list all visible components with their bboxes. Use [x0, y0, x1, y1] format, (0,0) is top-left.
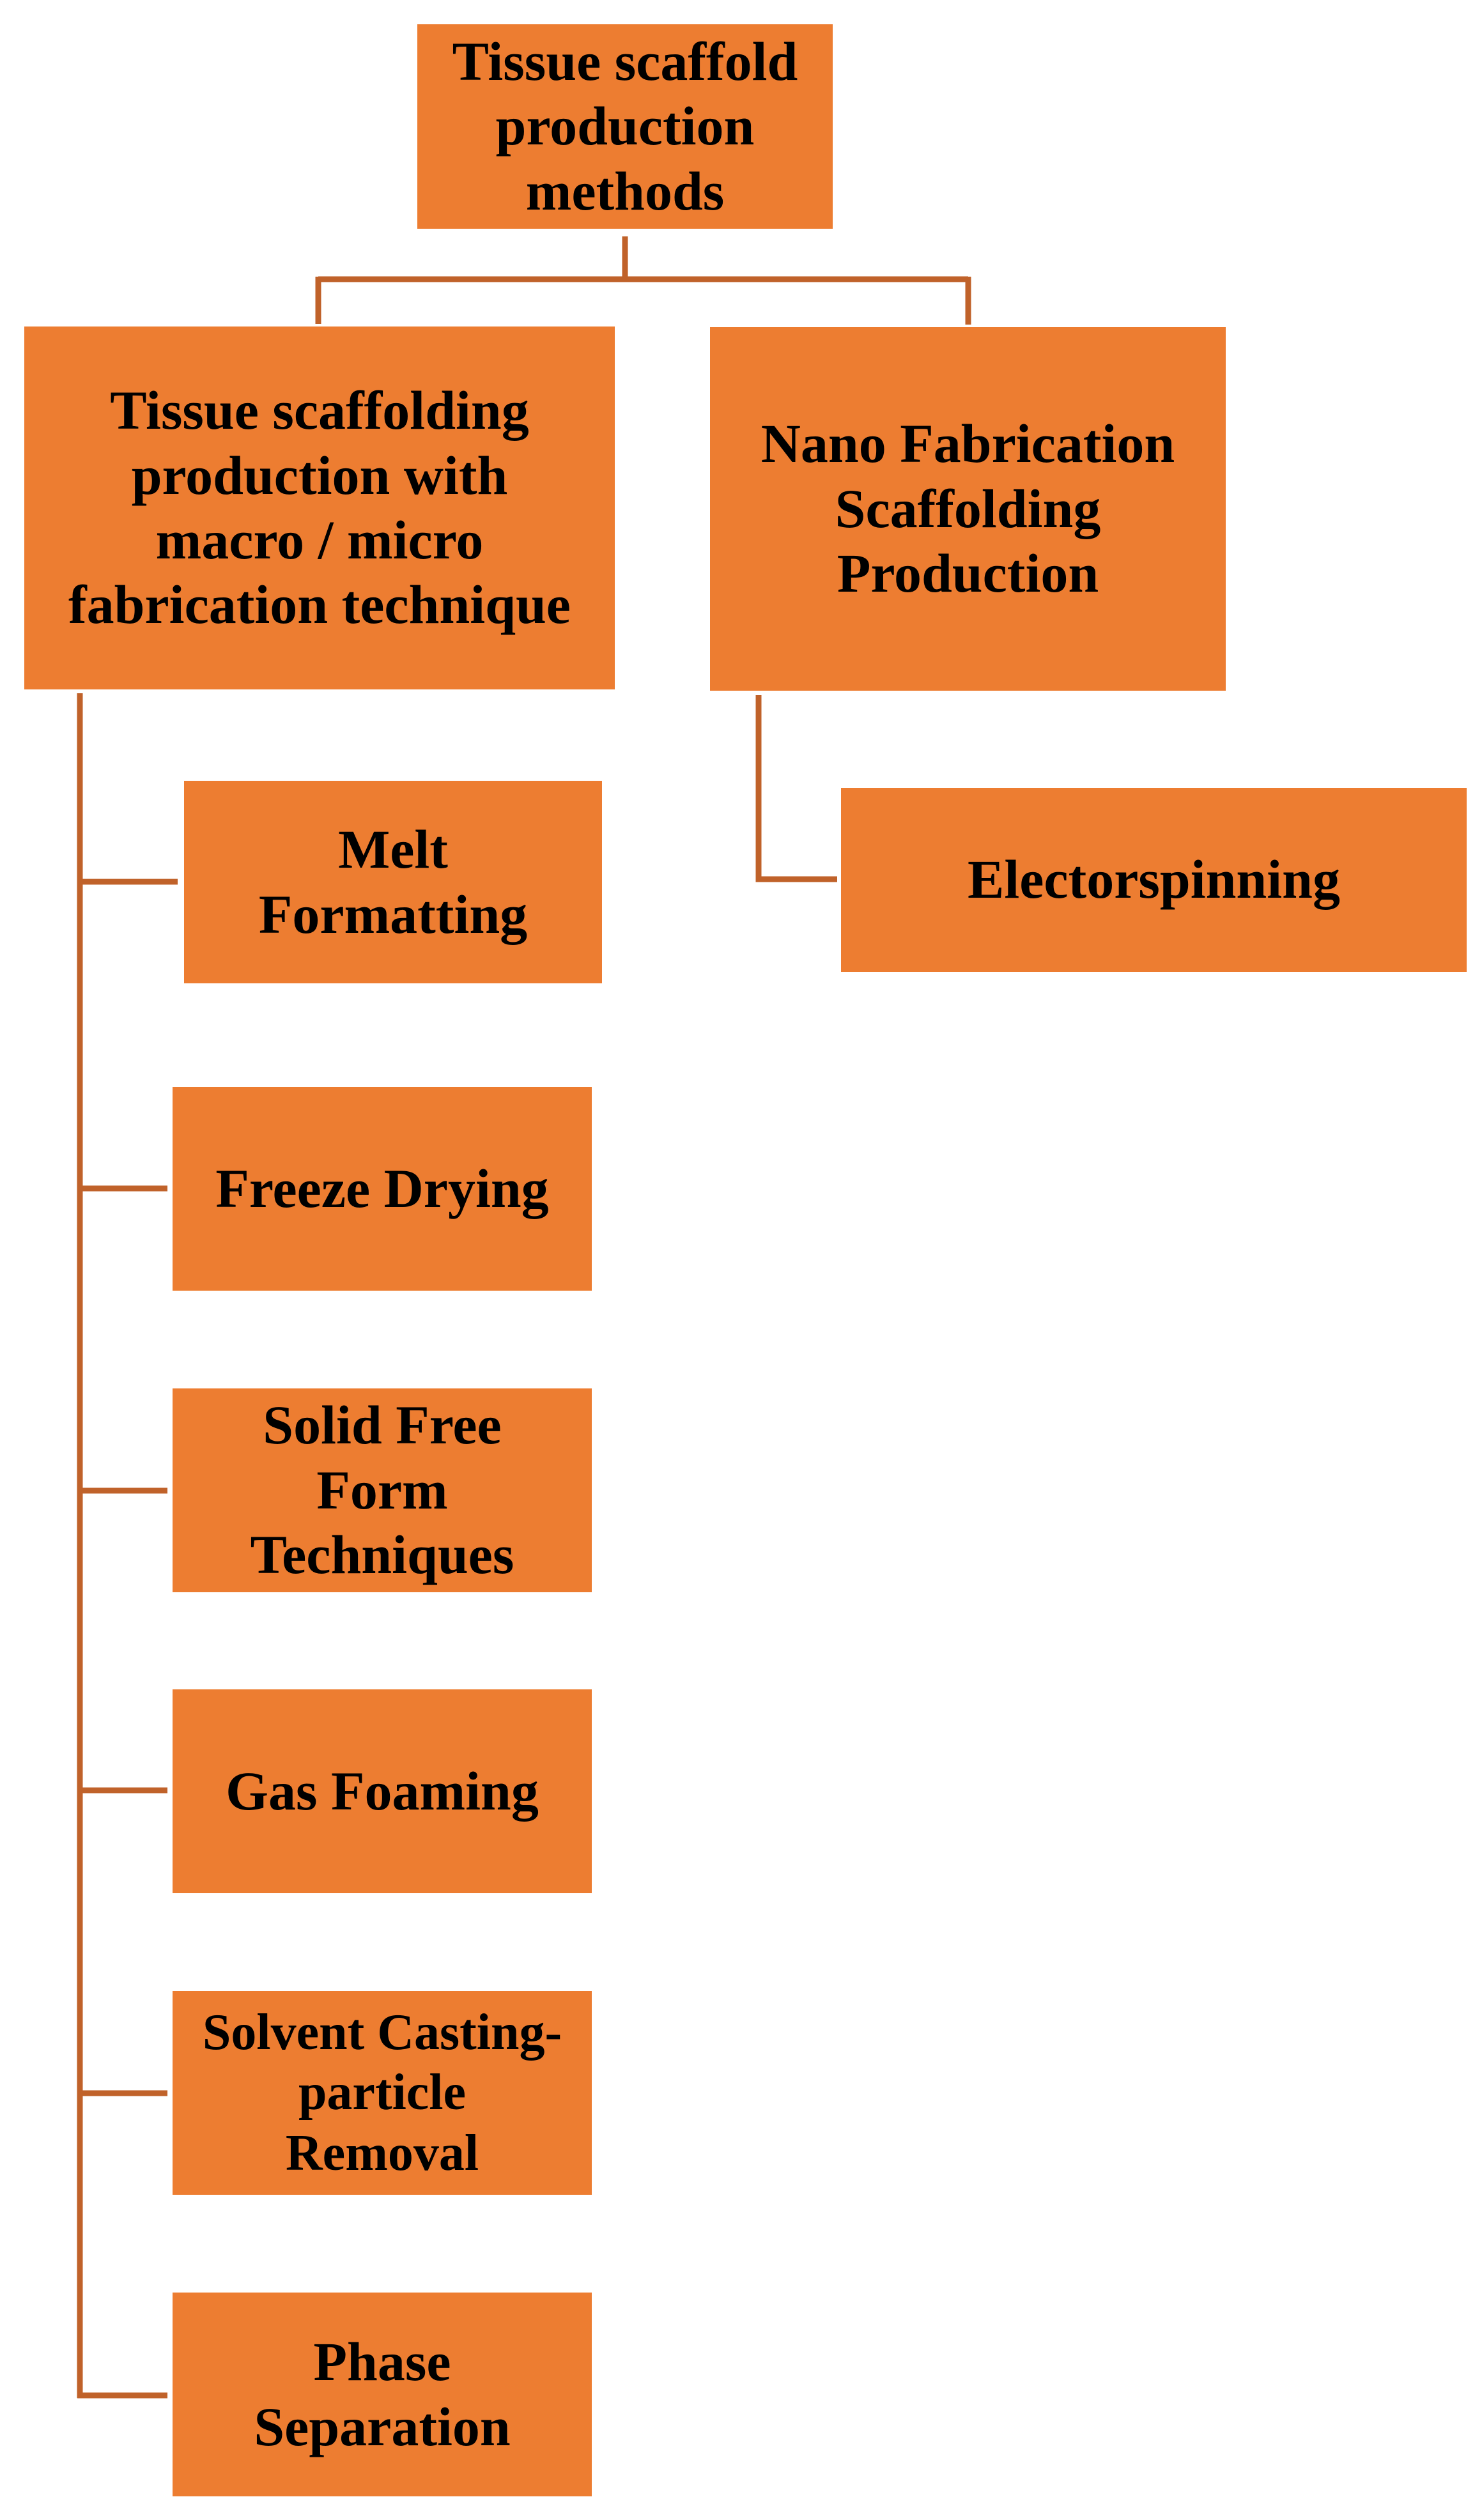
- macro-micro-node: Tissue scaffolding production with macro…: [22, 324, 617, 692]
- melt-formatting-node: Melt Formatting: [181, 778, 605, 986]
- solid-free-form-label: Solid Free Form Techniques: [250, 1394, 514, 1586]
- melt-formatting-label: Melt Formatting: [258, 818, 528, 945]
- solvent-casting-label: Solvent Casting- particle Removal: [202, 2004, 562, 2181]
- freeze-drying-label: Freeze Drying: [215, 1157, 549, 1219]
- phase-separation-label: Phase Separation: [254, 2331, 511, 2457]
- macro-micro-label: Tissue scaffolding production with macro…: [68, 380, 571, 636]
- gas-foaming-node: Gas Foaming: [170, 1687, 594, 1896]
- solid-free-form-node: Solid Free Form Techniques: [170, 1386, 594, 1595]
- nano-fabrication-node: Nano Fabrication Scaffolding Production: [707, 325, 1228, 693]
- nano-fabrication-label: Nano Fabrication Scaffolding Production: [760, 413, 1175, 604]
- root-label: Tissue scaffold production methods: [452, 30, 798, 222]
- freeze-drying-node: Freeze Drying: [170, 1084, 594, 1293]
- phase-separation-node: Phase Separation: [170, 2290, 594, 2499]
- solvent-casting-node: Solvent Casting- particle Removal: [170, 1988, 594, 2197]
- electrospinning-label: Electorspinning: [968, 849, 1340, 910]
- nano-connector: [755, 695, 837, 882]
- gas-foaming-label: Gas Foaming: [226, 1760, 539, 1822]
- electrospinning-node: Electorspinning: [838, 785, 1469, 974]
- root-node: Tissue scaffold production methods: [415, 22, 835, 231]
